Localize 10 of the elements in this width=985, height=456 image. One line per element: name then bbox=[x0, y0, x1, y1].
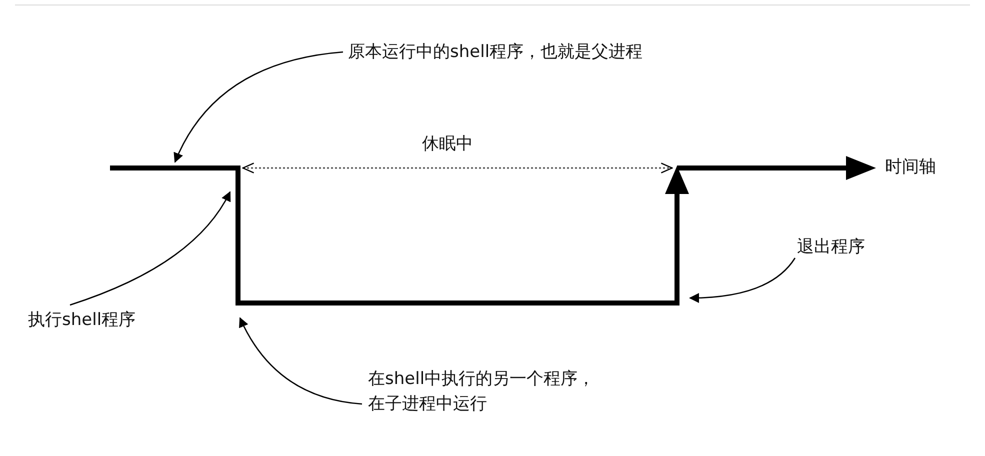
annotation-text: 原本运行中的shell程序，也就是父进程 bbox=[348, 40, 748, 65]
leader-line bbox=[70, 191, 231, 306]
annotation-text: 在shell中执行的另一个程序，在子进程中运行 bbox=[368, 367, 603, 417]
leader-line bbox=[174, 51, 344, 163]
leader-line bbox=[689, 258, 796, 303]
sleep-label: 休眠中 bbox=[422, 133, 473, 156]
annotation-text: 退出程序 bbox=[797, 235, 897, 260]
leader-line bbox=[239, 317, 362, 405]
annotation-text: 执行shell程序 bbox=[28, 308, 178, 333]
axis-label: 时间轴 bbox=[885, 156, 936, 179]
